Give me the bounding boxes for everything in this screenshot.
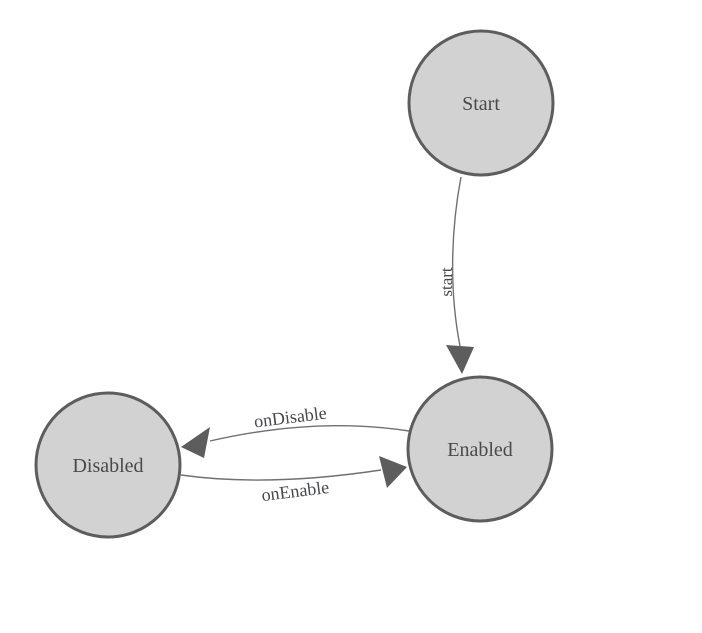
arrowhead-down-icon (446, 345, 474, 374)
node-label: Enabled (447, 439, 513, 461)
edge-label-onenable: onEnable (260, 477, 330, 505)
edge-disabled-to-enabled: onEnable (180, 456, 407, 505)
edge-enabled-to-disabled: onDisable (181, 403, 410, 458)
node-label: Start (462, 93, 500, 115)
edge-line (451, 176, 462, 347)
arrowhead-left-icon (181, 427, 210, 458)
edge-label-ondisable: onDisable (253, 403, 328, 432)
state-node-disabled: Disabled (34, 391, 182, 539)
node-circle (406, 375, 554, 523)
state-node-start: Start (407, 29, 555, 177)
state-node-enabled: Enabled (406, 375, 554, 523)
node-circle (34, 391, 182, 539)
edge-line (180, 469, 382, 481)
edge-line (209, 424, 410, 442)
edge-label-start: start (437, 267, 456, 297)
node-circle (407, 29, 555, 177)
arrowhead-right-icon (379, 456, 407, 488)
edge-start-to-enabled: start (437, 176, 474, 374)
node-label: Disabled (72, 455, 143, 477)
